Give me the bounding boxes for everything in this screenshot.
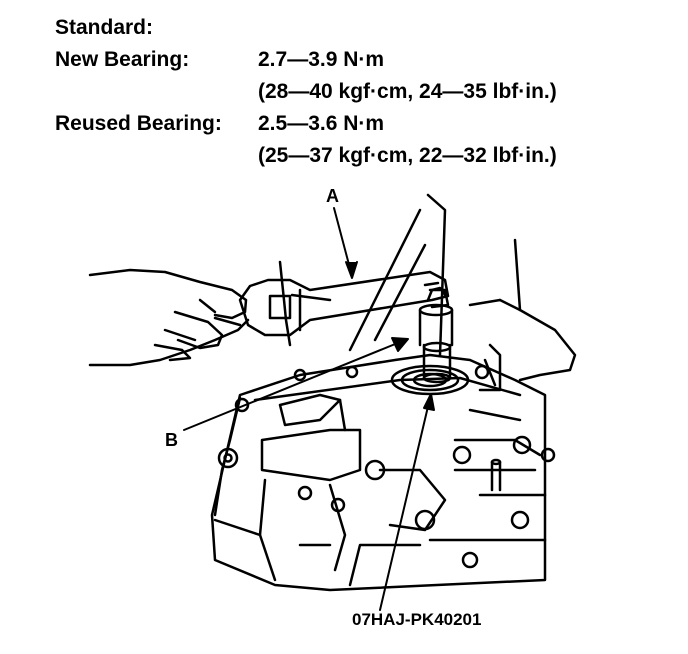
spec-heading: Standard: (55, 16, 154, 39)
hand (88, 268, 250, 367)
reused-bearing-alt: (25—37 kgf·cm, 22—32 lbf·in.) (258, 144, 557, 167)
spec-heading-row: Standard: (55, 12, 557, 44)
callout-a: A (326, 186, 339, 206)
leader-b (183, 339, 406, 431)
callout-b: B (165, 430, 178, 450)
leader-part (379, 397, 431, 611)
new-bearing-label: New Bearing: (55, 48, 190, 71)
torque-spec: Standard: New Bearing: 2.7—3.9 N·m (28—4… (55, 12, 557, 172)
part-number-label: 07HAJ-PK40201 (352, 610, 482, 629)
new-bearing-alt-row: (28—40 kgf·cm, 24—35 lbf·in.) (55, 76, 557, 108)
special-tool-socket (418, 286, 454, 384)
reused-bearing-label: Reused Bearing: (55, 112, 222, 135)
reused-bearing-row: Reused Bearing: 2.5—3.6 N·m (55, 108, 557, 140)
torque-wrench (238, 260, 450, 347)
leader-lines (183, 207, 435, 611)
leader-part-arrow (423, 393, 435, 411)
reused-bearing-value: 2.5—3.6 N·m (258, 112, 385, 135)
transmission-housing (210, 353, 556, 592)
new-bearing-value: 2.7—3.9 N·m (258, 48, 385, 71)
new-bearing-row: New Bearing: 2.7—3.9 N·m (55, 44, 557, 76)
leader-b-arrow (391, 337, 409, 352)
new-bearing-alt: (28—40 kgf·cm, 24—35 lbf·in.) (258, 80, 557, 103)
reused-bearing-alt-row: (25—37 kgf·cm, 22—32 lbf·in.) (55, 140, 557, 172)
leader-a-arrow (345, 261, 358, 279)
